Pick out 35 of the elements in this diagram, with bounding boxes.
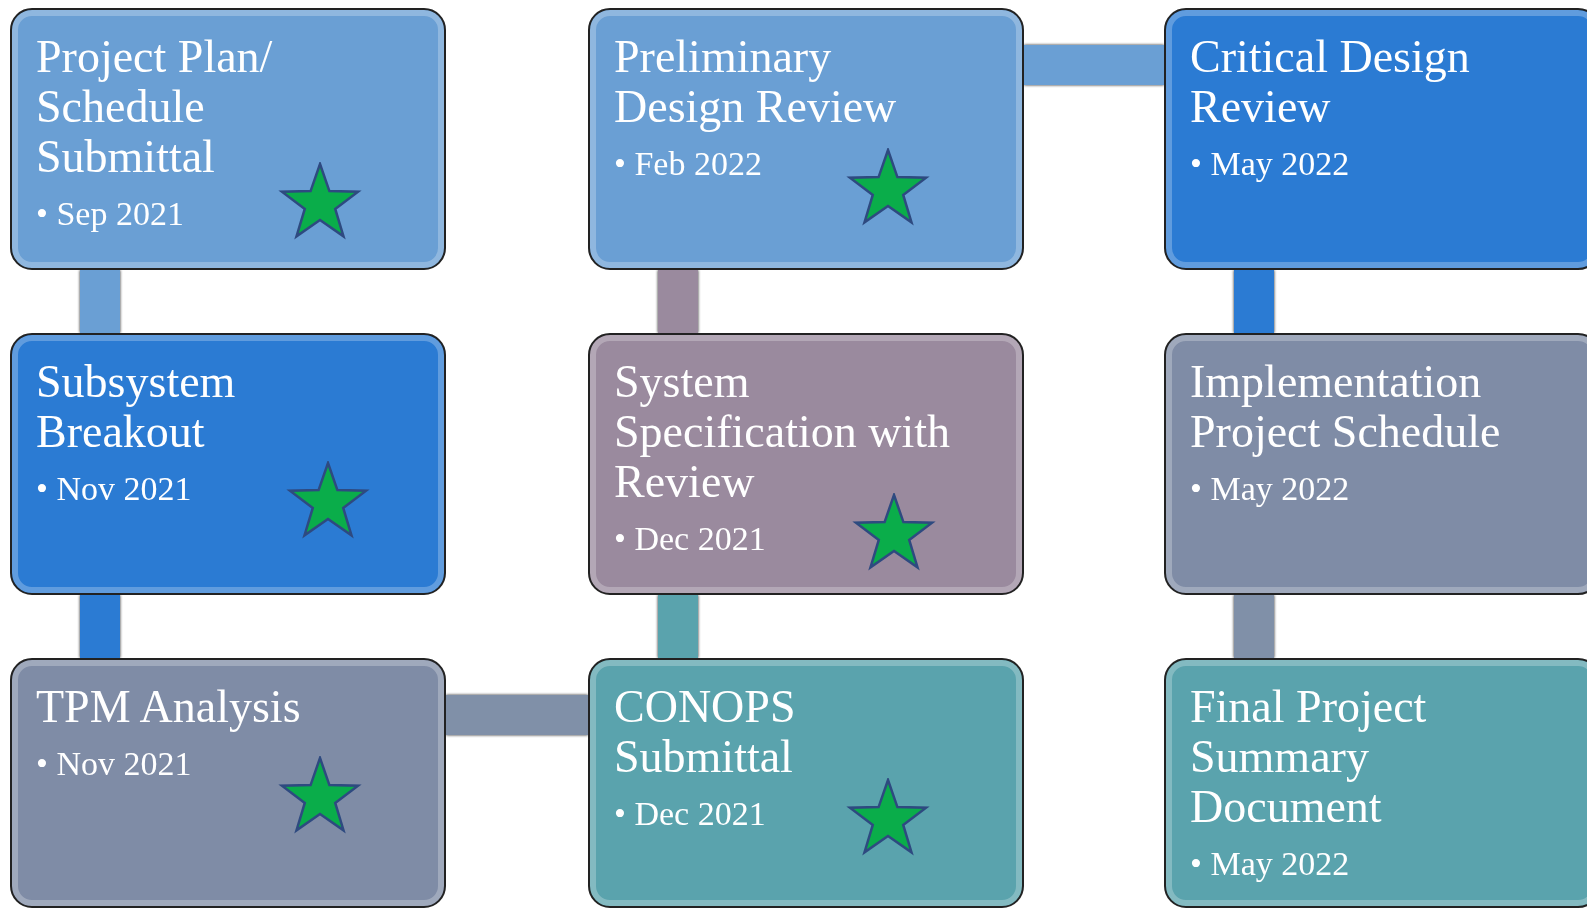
milestone-title: Project Plan/ Schedule Submittal [36,32,274,182]
milestone-date: • Sep 2021 [36,194,184,234]
milestone-title: CONOPS Submittal [614,682,797,782]
milestone-box [588,658,1024,908]
milestone-box [10,333,446,595]
milestone-title: Final Project Summary Document [1190,682,1428,832]
milestone-title: Critical Design Review [1190,32,1471,132]
milestone-date: • Dec 2021 [614,794,766,834]
milestone-box [10,658,446,908]
connector-bar [658,595,698,658]
connector-bar [658,270,698,333]
milestone-date: • Dec 2021 [614,519,766,559]
milestone-title: Implementation Project Schedule [1190,357,1502,457]
milestone-box [1164,8,1587,270]
milestone-box [588,333,1024,595]
milestone-box [1164,333,1587,595]
milestone-date: • May 2022 [1190,469,1350,509]
connector-bar [1234,595,1274,658]
milestone-title: Subsystem Breakout [36,357,237,457]
milestone-box [588,8,1024,270]
milestone-box [1164,658,1587,908]
milestone-title: System Specification with Review [614,357,951,507]
connector-bar [1234,270,1274,333]
connector-bar [80,270,120,333]
milestone-date: • Feb 2022 [614,144,762,184]
milestone-date: • May 2022 [1190,844,1350,884]
connector-bar [80,595,120,658]
milestone-title: Preliminary Design Review [614,32,898,132]
connector-bar [1024,45,1164,85]
milestone-date: • May 2022 [1190,144,1350,184]
milestone-date: • Nov 2021 [36,744,192,784]
milestone-date: • Nov 2021 [36,469,192,509]
milestone-box [10,8,446,270]
connector-bar [446,695,588,735]
milestone-title: TPM Analysis [36,682,302,732]
